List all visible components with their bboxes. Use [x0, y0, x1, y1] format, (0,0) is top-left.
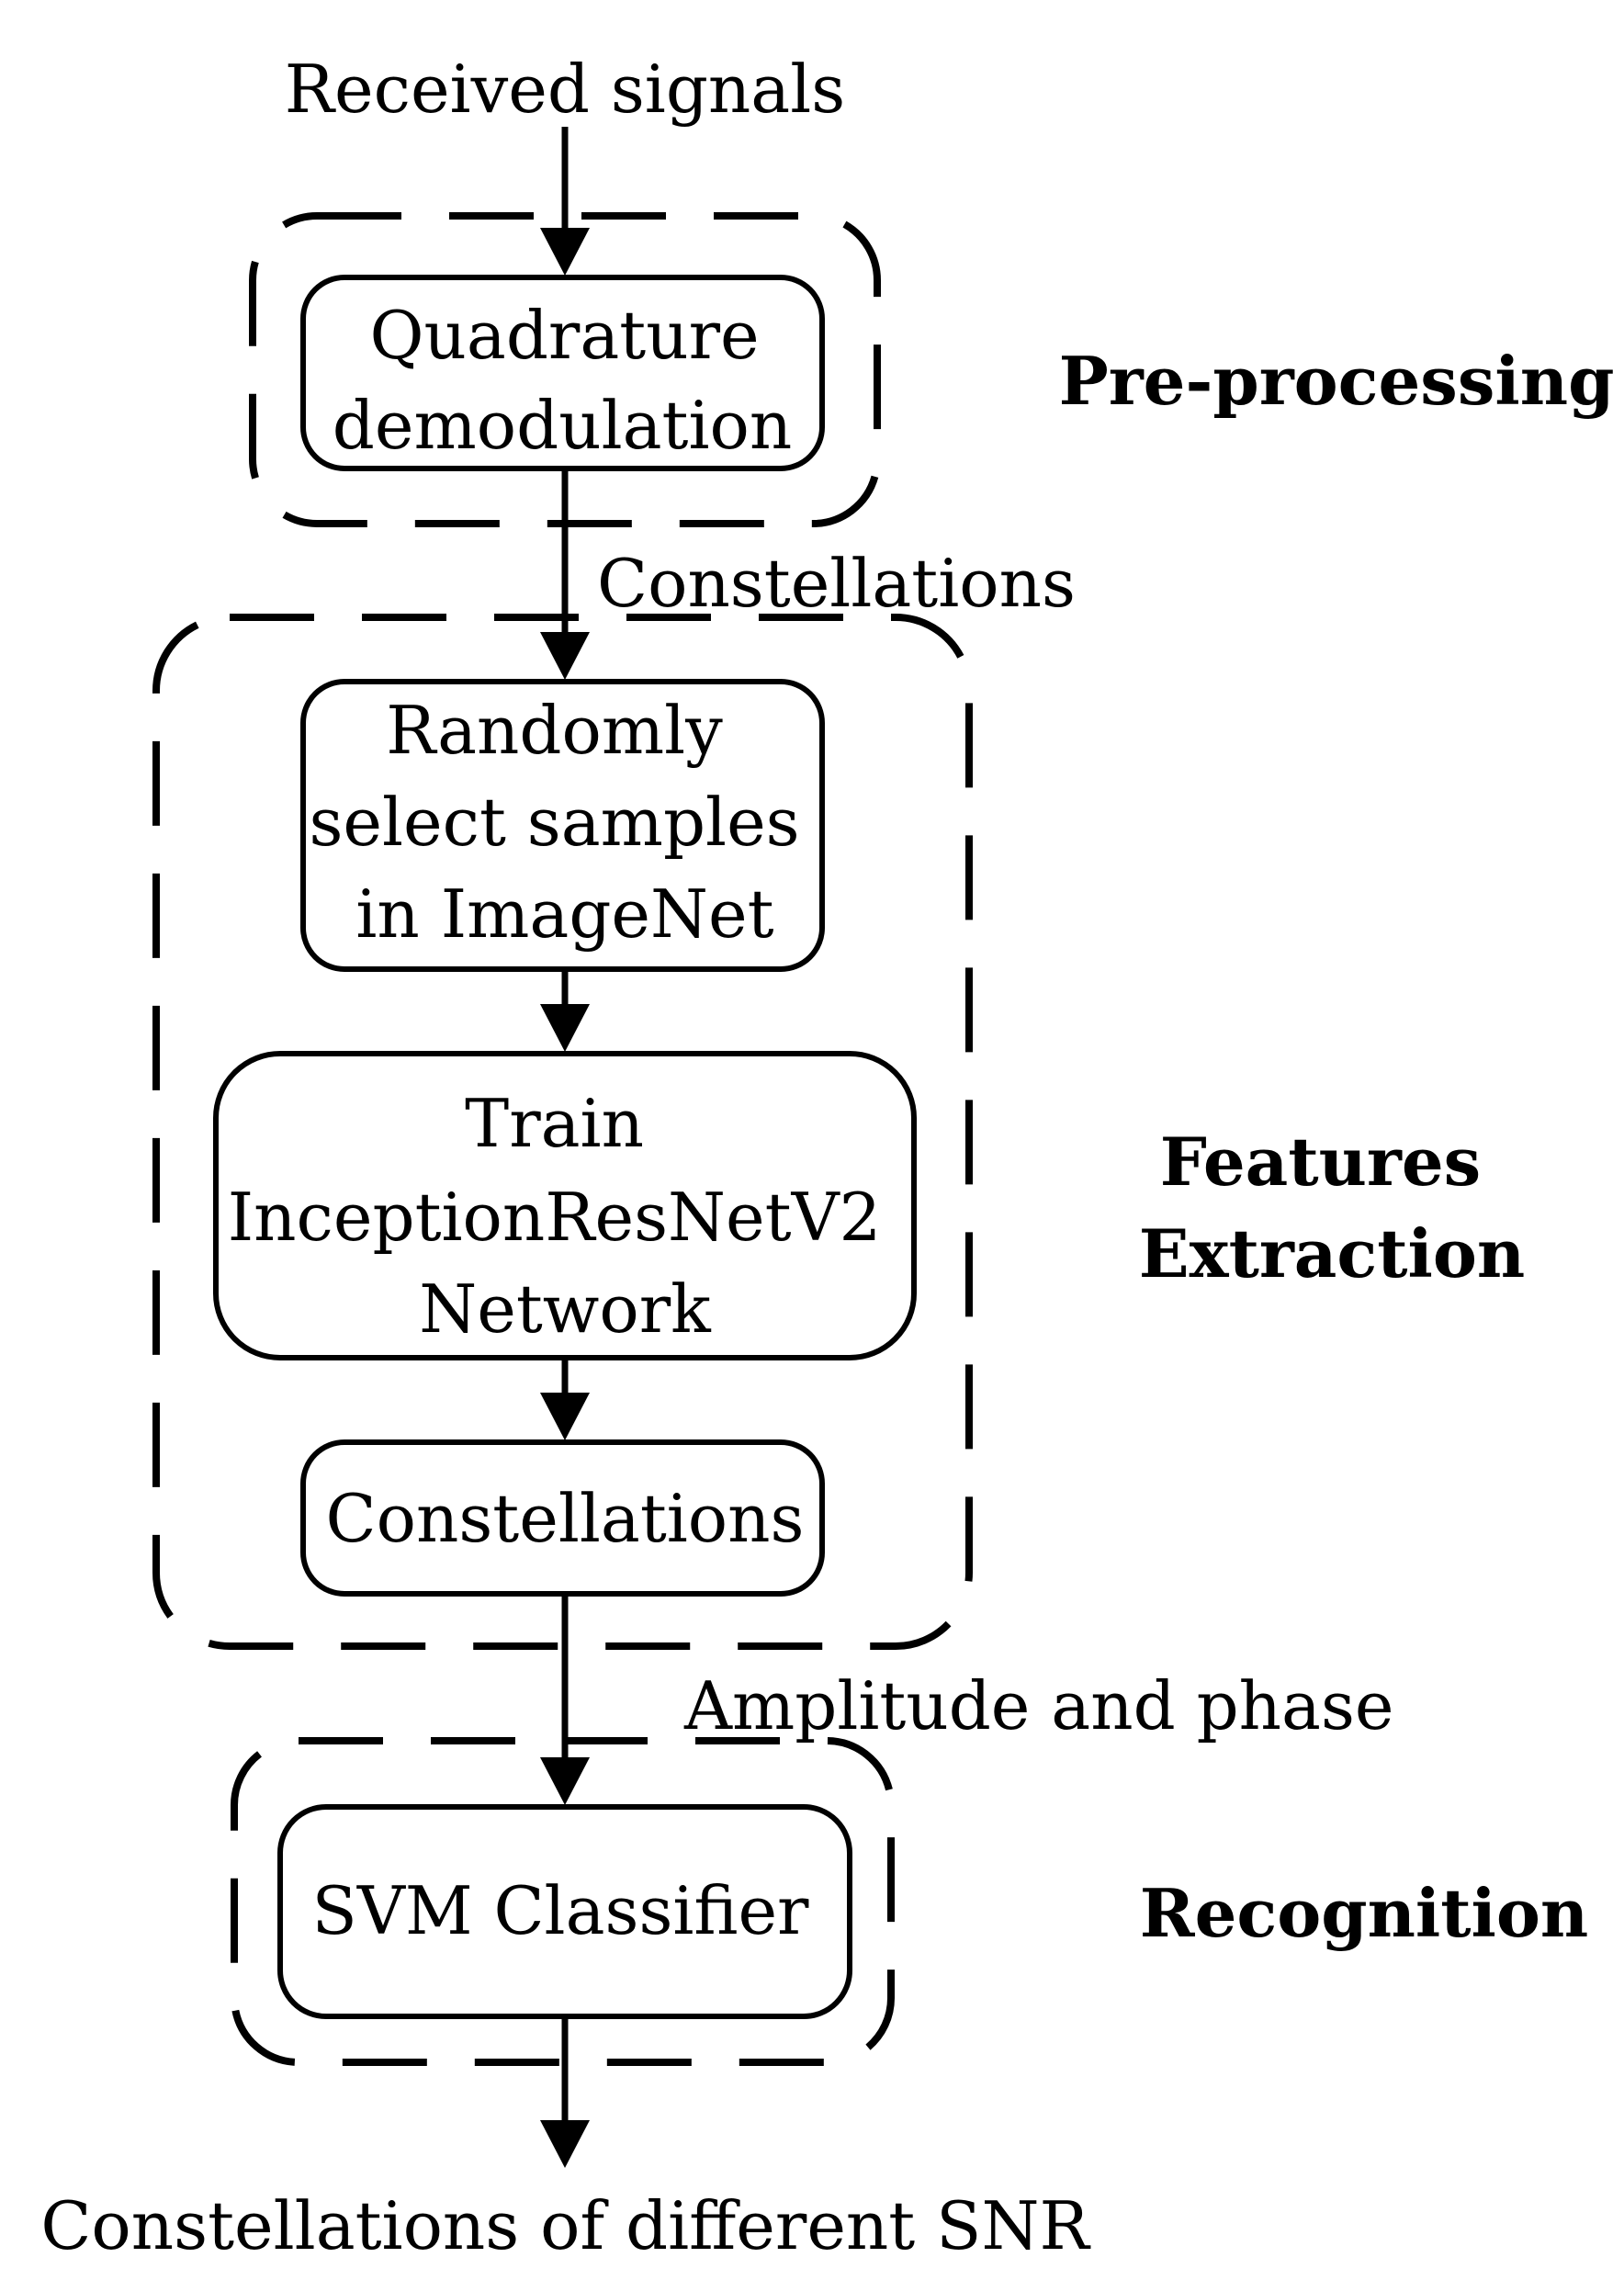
- stage-label-preprocessing: Pre-processing: [1059, 342, 1615, 420]
- node-select-samples: [300, 679, 825, 972]
- arrowhead: [540, 228, 590, 276]
- node-constellations: [300, 1439, 825, 1597]
- node-select-samples-label: Randomly select samples in ImageNet: [309, 692, 820, 953]
- node-quadrature-demodulation-label: Quadrature demodulation: [333, 297, 792, 464]
- node-line: Train: [465, 1085, 644, 1162]
- edge-label-amplitude-phase: Amplitude and phase: [683, 1667, 1394, 1744]
- input-label: Received signals: [285, 51, 845, 128]
- arrowhead: [540, 1757, 590, 1805]
- edge-label-constellations: Constellations: [597, 545, 1076, 622]
- node-quadrature-demodulation: [300, 275, 825, 471]
- node-line: select samples: [309, 784, 799, 861]
- stage-line: Features: [1160, 1123, 1482, 1201]
- node-line: Randomly: [386, 692, 723, 769]
- node-constellations-label: Constellations: [326, 1480, 805, 1557]
- arrowhead: [540, 1393, 590, 1440]
- node-train-network: [213, 1051, 917, 1360]
- node-line: demodulation: [333, 387, 792, 464]
- arrowhead: [540, 632, 590, 680]
- node-train-network-label: Train InceptionResNetV2 Network: [228, 1085, 903, 1348]
- node-line: InceptionResNetV2: [228, 1179, 882, 1256]
- node-svm-classifier: [277, 1804, 852, 2019]
- node-svm-classifier-label: SVM Classifier: [312, 1872, 810, 1949]
- node-line: Network: [419, 1270, 712, 1348]
- output-label: Constellations of different SNR: [40, 2187, 1090, 2264]
- arrowhead: [540, 1004, 590, 1052]
- node-line: SVM Classifier: [312, 1872, 810, 1949]
- stage-label-recognition: Recognition: [1140, 1874, 1589, 1952]
- stage-label-features-extraction: Features Extraction: [1139, 1123, 1525, 1292]
- node-line: Quadrature: [370, 297, 760, 374]
- stage-line: Extraction: [1139, 1214, 1525, 1292]
- arrowhead: [540, 2120, 590, 2168]
- node-line: in ImageNet: [355, 875, 773, 953]
- group-recognition: [231, 1737, 895, 2066]
- node-line: Constellations: [326, 1480, 805, 1557]
